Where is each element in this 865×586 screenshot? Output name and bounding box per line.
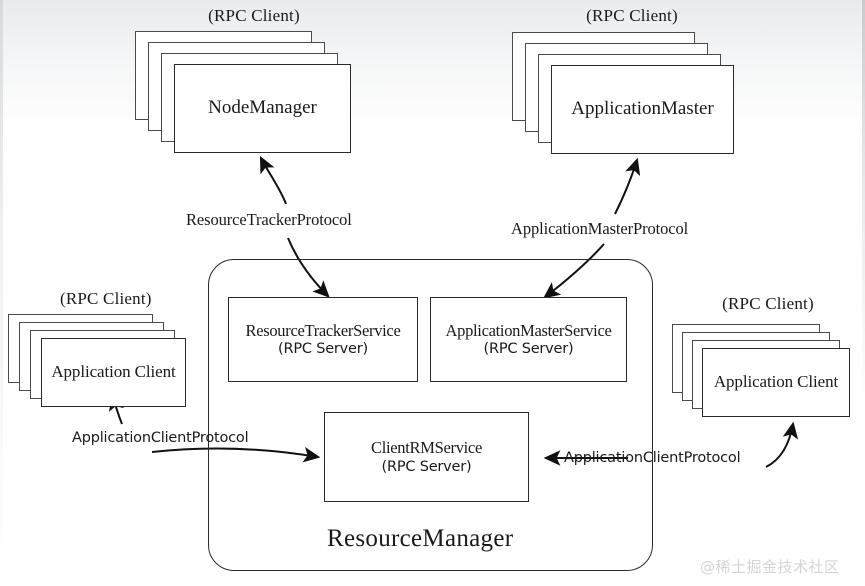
application-client-left-box[interactable]: Application Client bbox=[41, 338, 186, 407]
application-client-protocol-right-label: ApplicationClientProtocol bbox=[564, 450, 741, 466]
resource-tracker-service-label: ResourceTrackerService bbox=[245, 320, 401, 340]
application-master-service-label: ApplicationMasterService bbox=[445, 320, 612, 340]
application-master-role-label: (RPC Client) bbox=[586, 6, 678, 25]
node-manager-label: NodeManager bbox=[208, 97, 317, 119]
application-master-label: ApplicationMaster bbox=[571, 98, 714, 120]
client-rm-service-box[interactable]: ClientRMService (RPC Server) bbox=[324, 412, 529, 502]
application-master-box[interactable]: ApplicationMaster bbox=[551, 65, 734, 154]
watermark-text: @稀土掘金技术社区 bbox=[700, 558, 840, 576]
application-client-left-role-label: (RPC Client) bbox=[60, 289, 152, 308]
application-master-service-box[interactable]: ApplicationMasterService (RPC Server) bbox=[430, 297, 627, 382]
node-manager-role-label: (RPC Client) bbox=[208, 6, 300, 25]
application-master-protocol-label: ApplicationMasterProtocol bbox=[511, 219, 689, 238]
resource-manager-title: ResourceManager bbox=[327, 525, 514, 552]
resource-tracker-protocol-label: ResourceTrackerProtocol bbox=[186, 210, 352, 229]
application-master-service-role: (RPC Server) bbox=[483, 341, 574, 358]
resource-tracker-service-role: (RPC Server) bbox=[277, 341, 369, 358]
application-client-right-role-label: (RPC Client) bbox=[722, 294, 814, 313]
connector-application-client-right-up bbox=[765, 421, 799, 468]
node-manager-box[interactable]: NodeManager bbox=[174, 64, 351, 153]
client-rm-service-label: ClientRMService bbox=[371, 438, 482, 458]
application-client-right-box[interactable]: Application Client bbox=[702, 348, 850, 417]
application-client-right-label: Application Client bbox=[713, 372, 839, 392]
application-client-left-label: Application Client bbox=[51, 362, 176, 382]
application-client-protocol-left-label: ApplicationClientProtocol bbox=[72, 430, 249, 446]
resource-tracker-service-box[interactable]: ResourceTrackerService (RPC Server) bbox=[228, 297, 418, 382]
resource-manager-container bbox=[208, 259, 653, 571]
client-rm-service-role: (RPC Server) bbox=[381, 458, 472, 475]
